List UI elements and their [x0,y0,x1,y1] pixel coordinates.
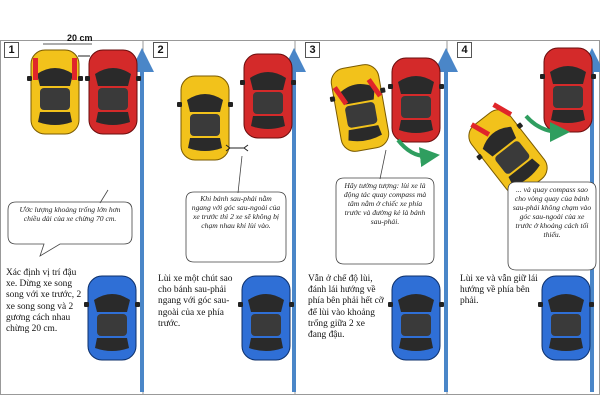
speech-bubble [7,201,133,257]
bubble-text-2: Khi bánh sau-phải nằm ngang với góc sau-… [191,194,281,230]
wheel-mark [492,102,513,117]
wheel-mark [332,86,349,106]
red-car [84,49,142,135]
red-car [539,47,597,133]
bubble-pointer [99,189,109,204]
step-description-4: Lùi xe và vẫn giữ lái hướng về phía bên … [460,274,538,307]
yellow-car [324,61,396,155]
step-number: 1 [4,42,19,58]
steering-arrow [396,138,440,168]
step-number: 3 [305,42,320,58]
speech-bubble [335,177,435,265]
bubble-text-3: Hãy tưởng tượng: lùi xe là động tác quay… [343,181,427,226]
panel-1 [7,43,142,361]
red-car [387,57,445,143]
steering-arrow [524,114,570,142]
step-number: 4 [457,42,472,58]
wheel-mark [72,58,77,80]
red-car [239,53,297,139]
distance-label: 20 cm [67,33,93,43]
bubble-pointer [379,149,387,180]
speech-bubble [185,191,287,263]
yellow-car [176,75,234,161]
blue-car [83,275,141,361]
wheel-mark [366,78,383,98]
bubble-pointer [237,155,243,194]
blue-car [237,275,295,361]
bubble-text-1: Ước lượng khoảng trống lớn hơn chiều dài… [19,205,121,223]
step-description-1: Xác định vị trí đậu xe. Dừng xe song son… [6,268,82,335]
step-number: 2 [153,42,168,58]
panel-3 [324,57,445,361]
bubble-text-4: ... và quay compass sao cho vòng quay củ… [512,185,592,239]
wheel-mark [33,58,38,80]
blue-car [387,275,445,361]
wheel-mark [470,122,491,137]
panel-4 [459,47,597,361]
step-description-3: Vẫn ở chế độ lùi, đánh lái hướng về phía… [308,274,384,341]
speech-bubble [507,181,597,271]
blue-car [537,275,595,361]
panel-2 [176,53,297,361]
step-description-2: Lùi xe một chút sao cho bánh sau-phải ng… [158,274,233,329]
